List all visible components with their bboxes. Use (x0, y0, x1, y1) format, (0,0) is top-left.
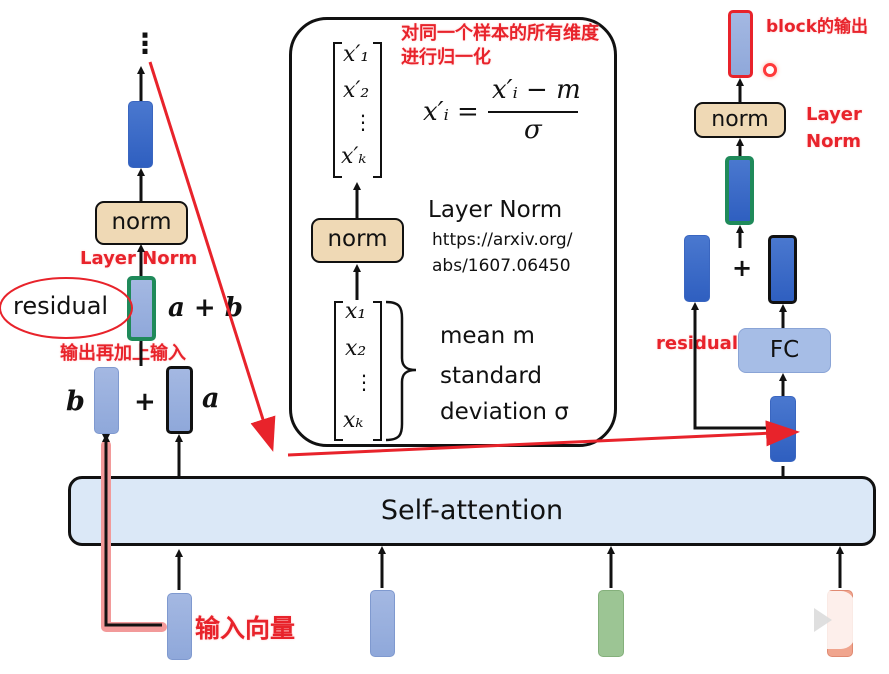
right-layer-norm-annotation-line1: Layer (806, 104, 862, 125)
layer-norm-title: Layer Norm (428, 197, 563, 223)
input-xk: xₖ (343, 408, 364, 433)
input-vector-annotation: 输入向量 (195, 614, 296, 643)
output-vector-right-bracket (373, 42, 382, 178)
fc-output-vector (768, 235, 797, 304)
left-layer-norm-annotation: Layer Norm (80, 248, 198, 269)
paper-link-line1[interactable]: https://arxiv.org/ (432, 230, 573, 250)
right-sum-vector (725, 156, 754, 225)
residual-skip-line (102, 434, 162, 627)
video-play-logo-icon (789, 591, 855, 649)
center-norm-box: norm (311, 218, 404, 263)
paper-link-line2[interactable]: abs/1607.06450 (432, 256, 571, 276)
input-dots: ⋮ (354, 370, 374, 394)
formula-denominator: σ (524, 115, 542, 145)
input-vector-right-bracket (373, 301, 382, 441)
output-x2: x′₂ (343, 78, 370, 103)
input-vector-left-bracket (334, 301, 343, 441)
residual-highlight-ellipse (0, 277, 133, 339)
left-plus-sign: + (134, 387, 156, 417)
right-plus-sign: + (732, 254, 753, 282)
std-label-line2: deviation σ (440, 399, 569, 425)
a-label: a (202, 383, 220, 414)
output-plus-input-annotation: 输出再加上输入 (60, 343, 186, 364)
mean-label: mean m (440, 323, 535, 349)
residual-highlight (101, 440, 167, 632)
left-norm-label: norm (111, 209, 172, 235)
fc-label: FC (769, 337, 800, 363)
input-vector-3 (598, 590, 624, 657)
normalize-annotation-line1: 对同一个样本的所有维度 (401, 23, 599, 44)
input-vector-2 (370, 590, 395, 657)
fc-box: FC (738, 328, 831, 373)
red-arrow-zoom-into-layernorm (148, 61, 276, 452)
output-x1: x′₁ (343, 42, 370, 67)
left-sum-vector (127, 276, 156, 341)
block-output-annotation: block的输出 (766, 17, 869, 37)
output-vector-left-bracket (333, 42, 342, 178)
red-arrow-to-right-block (287, 420, 800, 457)
input-x2: x₂ (345, 336, 367, 361)
center-norm-label: norm (327, 226, 388, 252)
b-label: b (66, 386, 85, 417)
right-residual-annotation: residual (656, 333, 738, 354)
right-layer-norm-annotation-line2: Norm (806, 131, 862, 152)
residual-b-vector (94, 367, 119, 434)
input-vector-1 (167, 593, 192, 660)
self-attention-layer: Self-attention (68, 476, 876, 546)
residual-label: residual (13, 292, 109, 320)
formula-fraction-bar (488, 111, 578, 113)
layer-norm-detail-panel (289, 17, 617, 447)
cursor-dot-icon (763, 63, 777, 77)
input-x1: x₁ (345, 299, 367, 324)
block-output-vector (728, 10, 753, 78)
right-residual-line (691, 302, 770, 430)
self-attention-label: Self-attention (380, 495, 564, 526)
formula-numerator: x′ᵢ − m (492, 75, 581, 105)
curly-brace (385, 300, 417, 442)
output-dots: ⋮ (353, 110, 373, 134)
play-triangle-icon (814, 608, 832, 632)
output-xk: x′ₖ (341, 144, 367, 169)
std-label-line1: standard (440, 363, 543, 389)
attention-output-a-vector (166, 366, 193, 434)
formula-lhs: x′ᵢ = (423, 97, 479, 127)
ellipsis-top: ⋮ (131, 27, 159, 60)
normalize-annotation-line2: 进行归一化 (401, 47, 491, 68)
left-output-vector (128, 101, 153, 168)
right-residual-vector (684, 235, 710, 302)
right-norm-box: norm (694, 102, 786, 138)
right-norm-label: norm (711, 107, 769, 132)
